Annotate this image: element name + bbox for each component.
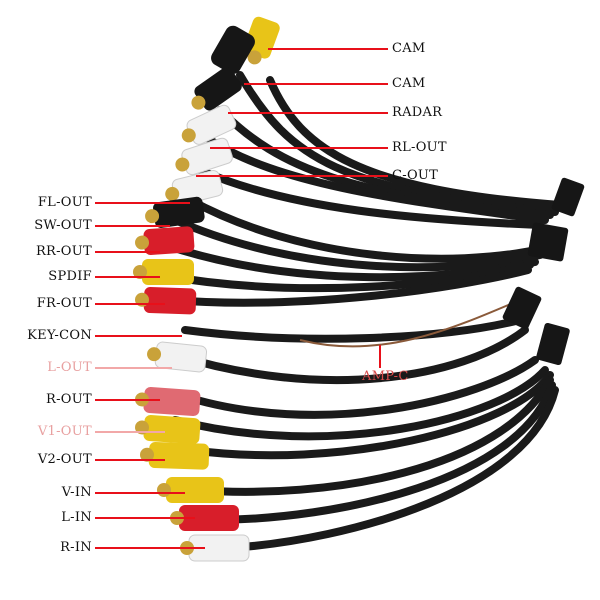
label-rr-out: RR-OUT (35, 244, 92, 259)
label-r-in: R-IN (60, 540, 92, 555)
rca-plug-icon (191, 67, 242, 111)
rca-plug-icon (135, 387, 201, 417)
rca-plug-icon (140, 442, 210, 470)
rca-plugs (133, 16, 280, 562)
multi-pin-connector-icon (551, 177, 585, 217)
label-v1-out: V1-OUT (37, 424, 92, 439)
label-key-con: KEY-CON (27, 328, 92, 343)
label-v2-out: V2-OUT (37, 452, 92, 467)
rca-plug-icon (157, 477, 224, 503)
label-fr-out: FR-OUT (36, 296, 92, 311)
label-r-out: R-OUT (46, 392, 92, 407)
leader-lines (95, 48, 388, 549)
connectors (502, 177, 585, 366)
rca-plug-icon (165, 169, 224, 206)
label-rl-out: RL-OUT (392, 140, 447, 155)
rca-plug-icon (135, 287, 197, 315)
label-radar: RADAR (392, 105, 443, 120)
label-c-out: C-OUT (392, 168, 439, 183)
rca-plug-icon (135, 226, 195, 255)
amp-c-wire (299, 299, 521, 348)
label-l-in: L-IN (61, 510, 92, 525)
rca-plug-icon (133, 259, 194, 285)
multi-pin-connector-icon (536, 322, 570, 366)
rca-plug-icon (135, 415, 201, 445)
label-v-in: V-IN (61, 485, 92, 500)
multi-pin-connector-icon (527, 222, 569, 262)
label-spdif: SPDIF (48, 269, 92, 284)
leader-lines-light (95, 367, 172, 433)
label-sw-out: SW-OUT (34, 218, 92, 233)
rca-plug-icon (147, 341, 208, 373)
label-l-out: L-OUT (47, 360, 92, 375)
rca-plug-icon (181, 104, 237, 145)
label-cam-1: CAM (392, 41, 426, 56)
rca-plug-icon (145, 196, 205, 228)
label-fl-out: FL-OUT (37, 195, 92, 210)
label-cam-2: CAM (392, 76, 426, 91)
cable-bundle (156, 71, 564, 552)
rca-plug-icon (211, 25, 255, 74)
multi-pin-connector-icon (502, 286, 542, 330)
label-amp-c: AMP-C (362, 369, 409, 384)
